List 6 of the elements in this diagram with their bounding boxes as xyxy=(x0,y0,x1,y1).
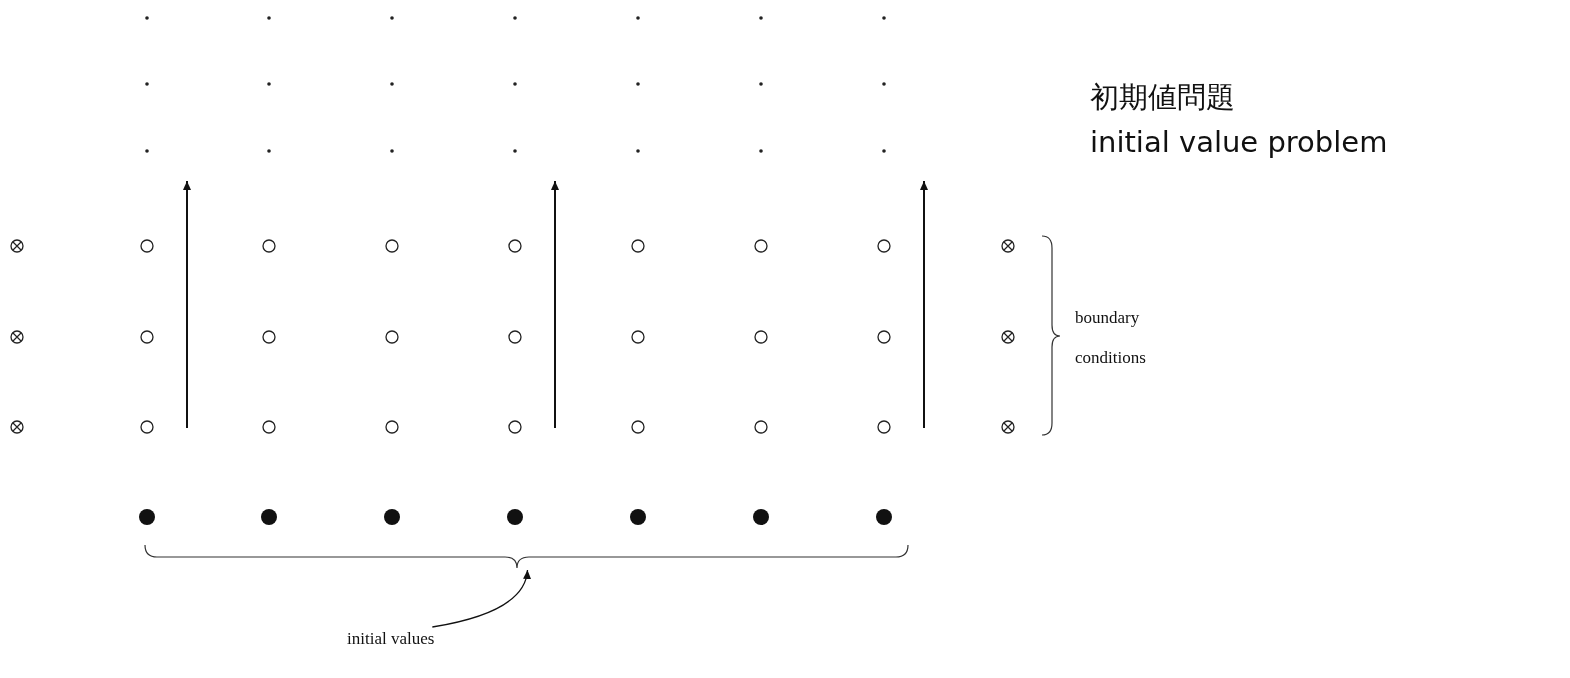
boundary-label: boundary conditions xyxy=(1075,307,1147,369)
title-text: 初期値問題 xyxy=(1090,79,1235,115)
initial-values-label: initial values xyxy=(347,628,435,650)
subtitle-text: initial value problem xyxy=(1090,124,1388,160)
leader-line xyxy=(431,569,531,628)
brace xyxy=(144,544,909,569)
